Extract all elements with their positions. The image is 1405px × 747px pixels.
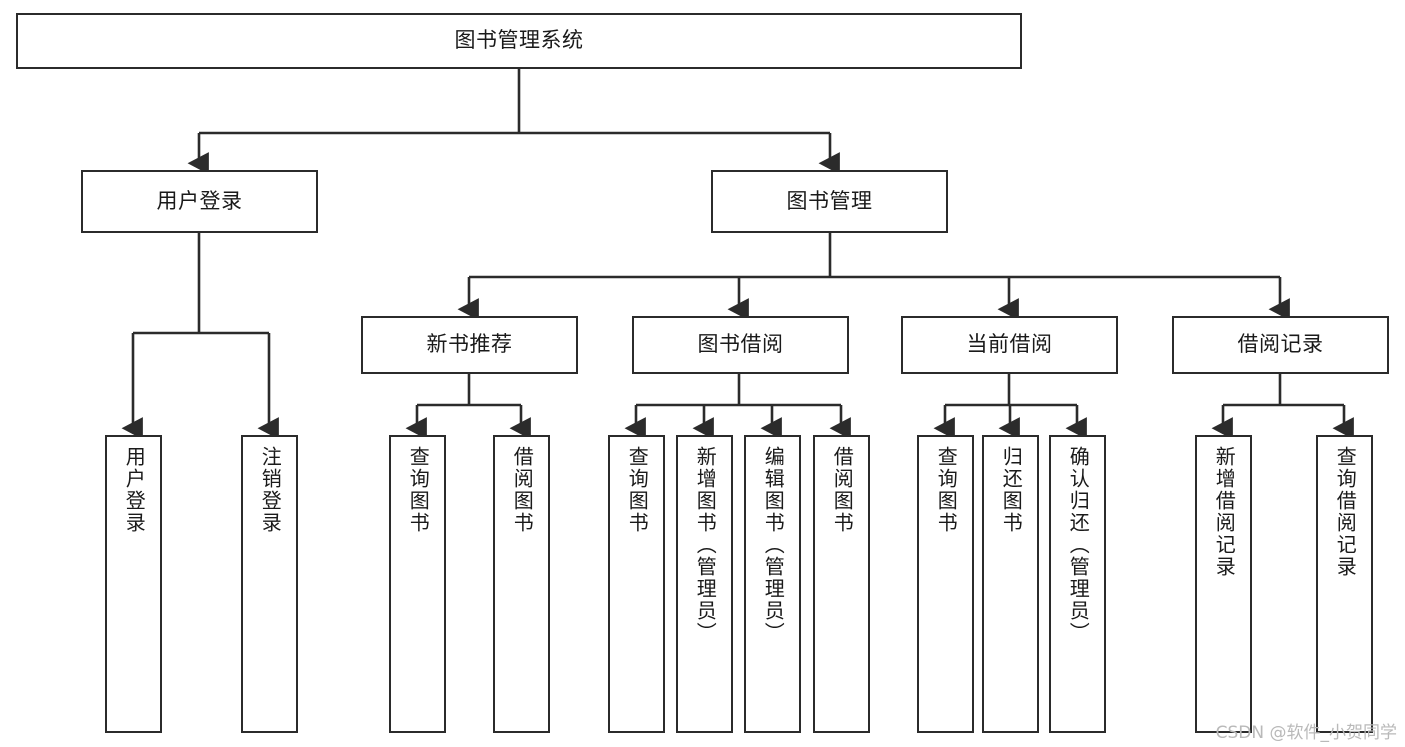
node-leaf-book-borrow-3[interactable]: 借阅图书	[813, 435, 870, 733]
node-leaf-user-login-1[interactable]: 注销登录	[241, 435, 298, 733]
node-label: 编辑图书（管理员）	[761, 446, 786, 644]
node-label: 确认归还（管理员）	[1066, 446, 1091, 644]
node-leaf-user-login-0[interactable]: 用户登录	[105, 435, 162, 733]
node-label: 注销登录	[258, 446, 283, 534]
node-label: 新增借阅记录	[1212, 446, 1237, 578]
node-new-book-recommend[interactable]: 新书推荐	[361, 316, 578, 374]
node-book-borrow[interactable]: 图书借阅	[632, 316, 849, 374]
node-label: 新书推荐	[426, 332, 513, 357]
node-leaf-book-borrow-2[interactable]: 编辑图书（管理员）	[744, 435, 801, 733]
node-label: 用户登录	[122, 446, 147, 534]
node-label: 查询借阅记录	[1333, 446, 1358, 578]
node-user-login[interactable]: 用户登录	[81, 170, 318, 233]
node-label: 查询图书	[934, 446, 959, 534]
node-label: 图书管理	[786, 188, 873, 213]
node-leaf-book-borrow-0[interactable]: 查询图书	[608, 435, 665, 733]
node-label: 借阅记录	[1237, 332, 1324, 357]
node-label: 用户登录	[156, 188, 243, 213]
node-label: 查询图书	[406, 446, 431, 534]
node-borrow-record[interactable]: 借阅记录	[1172, 316, 1389, 374]
node-leaf-borrow-record-1[interactable]: 查询借阅记录	[1316, 435, 1373, 733]
node-book-management[interactable]: 图书管理	[711, 170, 948, 233]
node-leaf-current-borrow-2[interactable]: 确认归还（管理员）	[1049, 435, 1106, 733]
node-leaf-book-borrow-1[interactable]: 新增图书（管理员）	[676, 435, 733, 733]
node-leaf-current-borrow-0[interactable]: 查询图书	[917, 435, 974, 733]
node-label: 图书管理系统	[454, 28, 584, 53]
node-current-borrow[interactable]: 当前借阅	[901, 316, 1118, 374]
node-label: 查询图书	[625, 446, 650, 534]
node-leaf-new-book-recommend-1[interactable]: 借阅图书	[493, 435, 550, 733]
csdn-watermark: CSDN @软件_小贺同学	[1215, 723, 1397, 743]
node-label: 图书借阅	[697, 332, 784, 357]
node-label: 借阅图书	[830, 446, 855, 534]
node-label: 当前借阅	[966, 332, 1053, 357]
node-root-book-management-system[interactable]: 图书管理系统	[16, 13, 1022, 69]
node-label: 借阅图书	[510, 446, 535, 534]
node-leaf-new-book-recommend-0[interactable]: 查询图书	[389, 435, 446, 733]
node-label: 归还图书	[999, 446, 1024, 534]
node-leaf-current-borrow-1[interactable]: 归还图书	[982, 435, 1039, 733]
node-label: 新增图书（管理员）	[693, 446, 718, 644]
node-leaf-borrow-record-0[interactable]: 新增借阅记录	[1195, 435, 1252, 733]
